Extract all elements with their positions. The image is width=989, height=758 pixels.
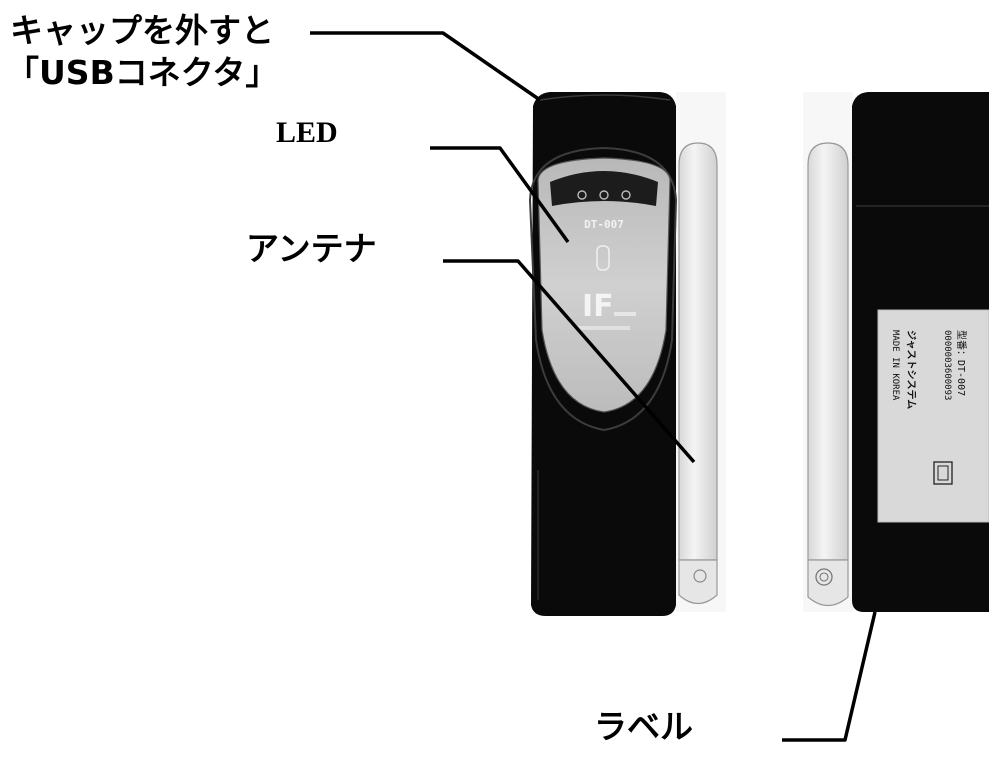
front-device-body: DT-007 IF bbox=[528, 92, 678, 616]
sticker-brand-line: ジャストシステム bbox=[905, 330, 917, 409]
label-callout-line bbox=[782, 611, 877, 742]
cap-label-line2: 「USBコネクタ」 bbox=[6, 53, 279, 92]
callout-lines bbox=[310, 31, 877, 742]
sticker-origin-line: MADE IN KOREA bbox=[890, 330, 900, 401]
front-logo-text: IF bbox=[582, 289, 614, 324]
led-callout-line bbox=[430, 146, 570, 244]
sticker-serial-line: 0000003600093 bbox=[942, 330, 952, 400]
back-device-body: 型番：DT-007 0000003600093 ジャストシステム MADE IN… bbox=[852, 92, 989, 612]
antenna-callout-line bbox=[443, 259, 696, 464]
cap-label-line1: キャップを外すと bbox=[10, 11, 274, 50]
front-antenna bbox=[676, 92, 726, 612]
back-antenna bbox=[803, 92, 853, 612]
cap-callout-line bbox=[310, 31, 541, 102]
front-model-text: DT-007 bbox=[584, 218, 624, 231]
sticker-label-label: ラベル bbox=[594, 707, 693, 746]
led-label: LED bbox=[276, 116, 338, 149]
sticker-model-line: 型番：DT-007 bbox=[955, 330, 968, 396]
label-sticker: 型番：DT-007 0000003600093 ジャストシステム MADE IN… bbox=[877, 309, 989, 523]
antenna-label: アンテナ bbox=[246, 229, 377, 268]
